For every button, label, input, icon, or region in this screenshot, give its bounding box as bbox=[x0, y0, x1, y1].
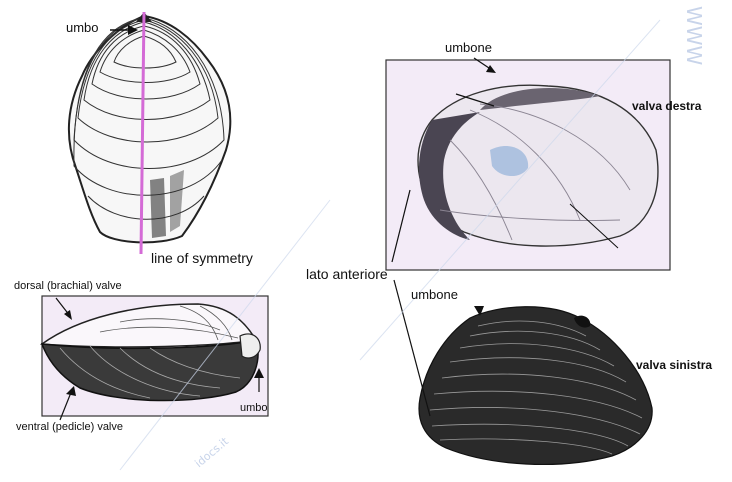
line-of-symmetry-label: line of symmetry bbox=[151, 250, 253, 266]
brachiopod-dorsal-illustration bbox=[69, 12, 230, 242]
side-watermark: WWW bbox=[682, 6, 706, 65]
umbo-label: umbo bbox=[66, 20, 99, 35]
dorsal-valve-label: dorsal (brachial) valve bbox=[14, 280, 122, 292]
right-valve-illustration bbox=[418, 85, 658, 246]
lato-anteriore-label: lato anteriore bbox=[306, 266, 388, 282]
umbone-top-label: umbone bbox=[445, 40, 492, 55]
valva-sinistra-label: valva sinistra bbox=[636, 358, 712, 372]
left-valve-illustration bbox=[419, 307, 652, 465]
umbone-bottom-label: umbone bbox=[411, 287, 458, 302]
ventral-valve-label: ventral (pedicle) valve bbox=[16, 421, 123, 433]
valva-destra-label: valva destra bbox=[632, 99, 701, 113]
umbo-bottom-label: umbo bbox=[240, 402, 268, 414]
